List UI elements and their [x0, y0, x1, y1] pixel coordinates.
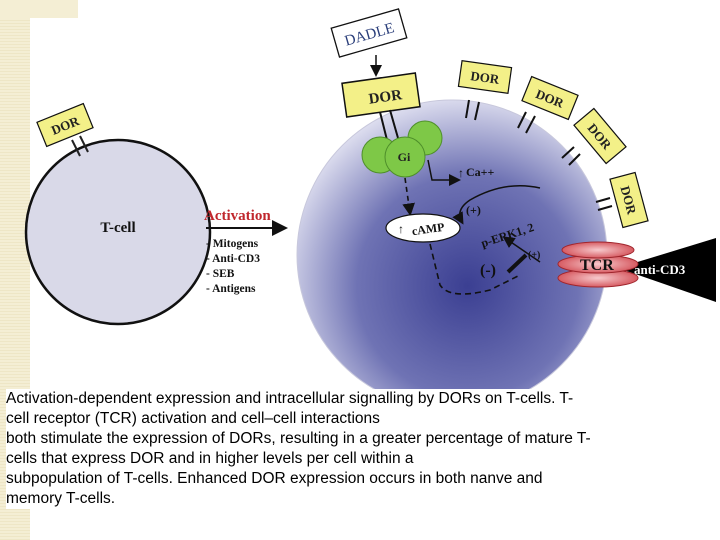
dor-receptor-right-1: DOR — [457, 59, 513, 121]
ca-label: Ca++ — [466, 165, 495, 179]
inhibition-bar — [506, 253, 528, 274]
dadle-ligand: DADLE — [330, 8, 408, 77]
activation-item-1: - Mitogens — [206, 238, 259, 250]
t-cell-label: T-cell — [100, 220, 135, 236]
anti-cd3-wedge: anti-CD3 — [618, 238, 716, 302]
activation-item-4: - Antigens — [206, 283, 256, 295]
ca-arrow — [427, 159, 461, 186]
tcr-receptor: TCR — [557, 241, 639, 288]
caption-line-6: memory T-cells. — [6, 490, 116, 507]
gi-to-camp-dashed — [402, 177, 415, 217]
dor-label-right-4: DOR — [618, 184, 640, 216]
dor-receptor-right-4: DOR — [595, 171, 649, 229]
diagram: T-cell DOR DADLE DOR Gi Ca++ ↑ ↑ cAMP — [24, 8, 716, 390]
perk-plus-label: (+) — [466, 203, 481, 217]
dor-receptor-tcell: DOR — [36, 102, 94, 157]
caption-line-5: subpopulation of T-cells. Enhanced DOR e… — [6, 470, 543, 487]
caption-line-1: Activation-dependent expression and intr… — [6, 390, 574, 407]
gi-label: Gi — [398, 150, 411, 164]
activation-item-3: - SEB — [206, 268, 235, 280]
caption-line-3: both stimulate the expression of DORs, r… — [6, 430, 591, 447]
inhibition-label: (-) — [480, 262, 496, 279]
tcr-label: TCR — [580, 257, 614, 274]
t-cell — [24, 138, 212, 326]
camp-node: ↑ cAMP — [385, 213, 461, 243]
caption: Activation-dependent expression and intr… — [6, 389, 702, 509]
gi-protein: Gi — [361, 120, 443, 178]
ca-up-arrow: ↑ — [458, 166, 464, 180]
dor-main-label: DOR — [368, 87, 403, 108]
dor-receptor-right-2: DOR — [517, 75, 579, 134]
tcr-plus-label: (+) — [528, 250, 540, 261]
camp-up-arrow: ↑ — [398, 222, 404, 236]
camp-label: cAMP — [411, 220, 445, 238]
activation-item-2: - Anti-CD3 — [206, 253, 260, 265]
activated-cell — [296, 99, 608, 390]
activation-label: Activation — [204, 208, 271, 224]
perk-arrow-to-camp — [452, 185, 541, 225]
slide-border-left — [0, 0, 30, 540]
caption-line-2: cell receptor (TCR) activation and cell–… — [6, 410, 380, 427]
caption-line-4: cells that express DOR and in higher lev… — [6, 450, 414, 467]
tcr-to-perk-arrow — [502, 236, 541, 263]
dor-label-right-1: DOR — [470, 68, 501, 87]
dor-receptor-main: DOR — [341, 72, 421, 141]
activation-arrow: Activation - Mitogens - Anti-CD3 - SEB -… — [204, 208, 288, 295]
anti-cd3-label: anti-CD3 — [634, 262, 686, 277]
camp-dashed-loop — [429, 243, 521, 295]
slide-border-top — [0, 0, 78, 18]
